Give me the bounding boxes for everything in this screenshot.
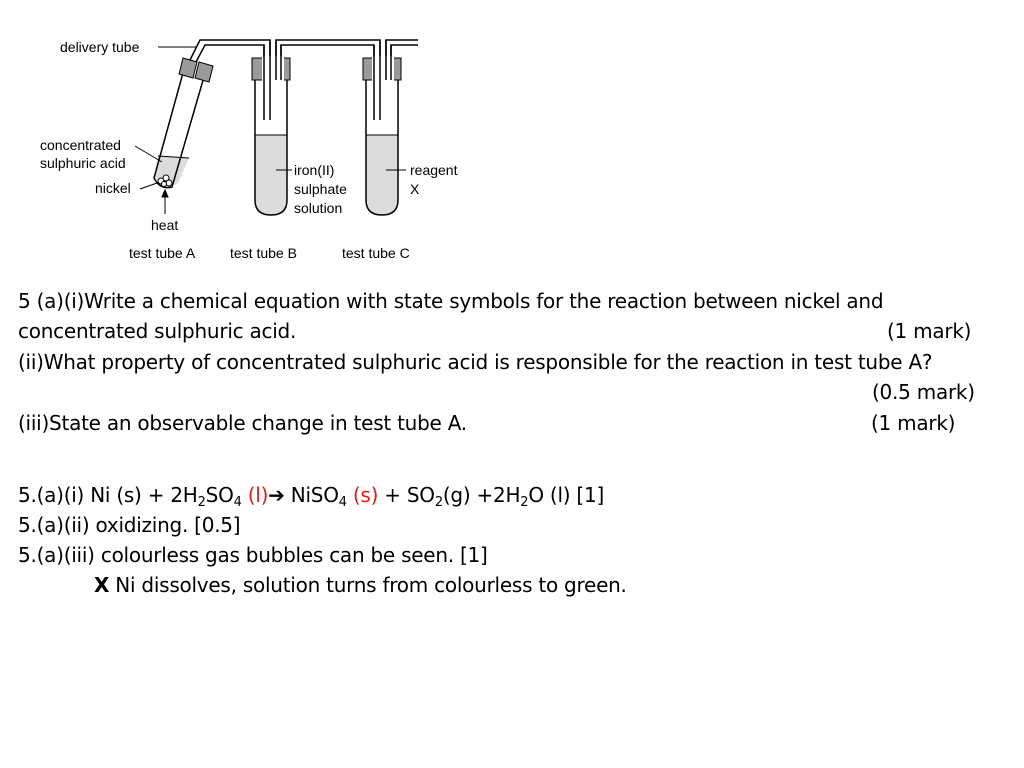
- nickel-pieces-3: [165, 179, 173, 187]
- tube-c-liquid: [366, 135, 398, 215]
- state-symbol-solid: (s): [346, 483, 379, 507]
- answer-a-i-sub-2: 4: [233, 495, 242, 510]
- label-test-tube-c: test tube C: [342, 245, 410, 261]
- nickel-pieces-2: [162, 174, 170, 182]
- answer-a-i-sub: 2: [197, 495, 206, 510]
- answer-a-iii-incorrect: X Ni dissolves, solution turns from colo…: [94, 570, 627, 600]
- label-nickel: nickel: [95, 180, 131, 196]
- label-iron-ii: iron(II): [294, 162, 334, 178]
- tube-b-stopper-gap: [262, 56, 284, 82]
- answer-a-i-text-6: O (l) [1]: [528, 483, 605, 507]
- label-delivery-tube: delivery tube: [60, 39, 140, 55]
- tube-a-glass: [153, 61, 207, 189]
- answer-a-i-text-5: (g) +2H: [442, 483, 521, 507]
- tube-a-stopper-2: [194, 61, 214, 83]
- label-solution: solution: [294, 200, 342, 216]
- leader-lines: [134, 46, 406, 214]
- tube-b-glass: [254, 75, 288, 216]
- answer-a-i-sub-3: 4: [338, 495, 347, 510]
- tube-a-stopper: [178, 57, 198, 79]
- test-tube-b: [251, 40, 291, 216]
- answer-a-ii: 5.(a)(ii) oxidizing. [0.5]: [18, 513, 241, 537]
- nickel-pieces-4: [161, 181, 167, 187]
- test-tube-c: [362, 40, 402, 216]
- answer-a-i-text-3: NiSO: [284, 483, 339, 507]
- label-sulphuric-acid: sulphuric acid: [40, 155, 126, 171]
- tube-a-liquid-surface: [157, 155, 190, 159]
- label-test-tube-a: test tube A: [129, 245, 196, 261]
- tube-c-glass: [365, 75, 399, 216]
- answer-a-i-text-4: + SO: [378, 483, 435, 507]
- reaction-arrow-icon: ➔: [268, 483, 285, 507]
- label-sulphate: sulphate: [294, 181, 347, 197]
- answer-a-i: 5.(a)(i) Ni (s) + 2H2SO4 (l)➔ NiSO4 (s) …: [18, 480, 604, 510]
- question-a-i-mark: (1 mark): [887, 319, 972, 343]
- label-concentrated: concentrated: [40, 137, 121, 153]
- question-a-i-line2: concentrated sulphuric acid.: [18, 319, 297, 343]
- answer-a-i-sub-5: 2: [520, 495, 529, 510]
- question-a-ii-line1: (ii)What property of concentrated sulphu…: [18, 350, 933, 374]
- state-symbol-liquid: (l): [241, 483, 269, 507]
- label-test-tube-b: test tube B: [230, 245, 297, 261]
- apparatus-diagram: delivery tube concentrated sulphuric aci…: [40, 39, 458, 261]
- incorrect-mark: X: [94, 573, 110, 597]
- test-tube-a: [153, 57, 214, 189]
- tube-c-stopper-gap: [372, 56, 394, 82]
- answer-a-i-text: 5.(a)(i) Ni (s) + 2H: [18, 483, 198, 507]
- answer-a-i-sub-4: 2: [434, 495, 443, 510]
- question-a-i-line1: 5 (a)(i)Write a chemical equation with s…: [18, 289, 884, 313]
- question-a-iii-line1: (iii)State an observable change in test …: [18, 411, 467, 435]
- label-heat: heat: [151, 217, 178, 233]
- label-reagent: reagent: [410, 162, 458, 178]
- label-reagent-x: X: [410, 181, 420, 197]
- question-a-iii-mark: (1 mark): [871, 411, 956, 435]
- question-a-ii-mark: (0.5 mark): [872, 380, 975, 404]
- answer-a-iii: 5.(a)(iii) colourless gas bubbles can be…: [18, 543, 488, 567]
- incorrect-answer-text: Ni dissolves, solution turns from colour…: [109, 573, 627, 597]
- answer-a-i-text-2: SO: [205, 483, 234, 507]
- tube-b-liquid: [255, 135, 287, 215]
